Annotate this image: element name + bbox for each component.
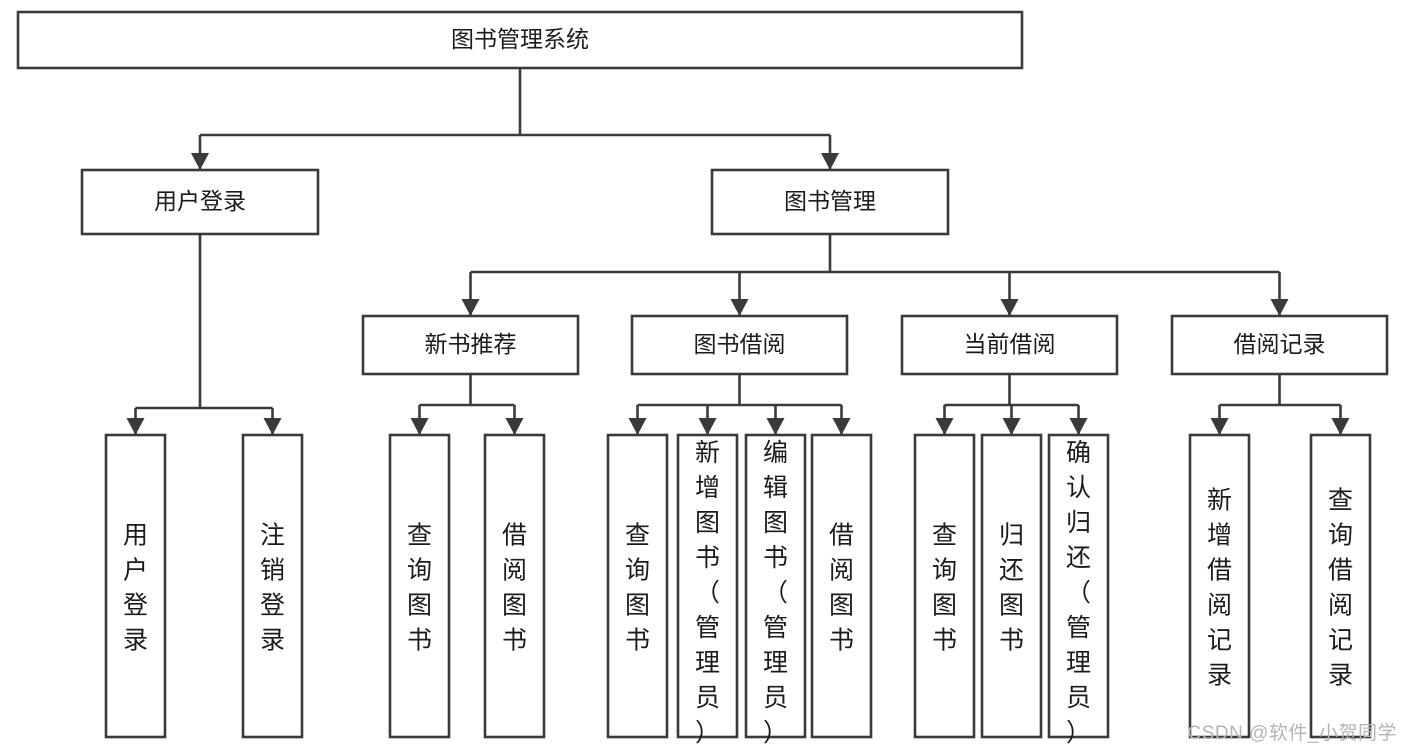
node-box-borrow-book-2 [810, 433, 873, 739]
arrow-head-icon [410, 418, 429, 435]
arrow-head-icon [1002, 418, 1021, 435]
node-user-login-leaf[interactable]: 用户登录 [104, 433, 167, 739]
node-box-query-book-2 [606, 433, 669, 739]
arrow-head-icon [505, 418, 524, 435]
node-boxes: 图书管理系统用户登录用户登录注销登录图书管理新书推荐查询图书借阅图书图书借阅查询… [16, 10, 1389, 747]
node-add-book-admin[interactable]: 新增图书（管理员） [676, 433, 739, 747]
node-label-user-login: 用户登录 [154, 188, 246, 214]
node-label-user-logout-leaf: 注销登录 [260, 521, 285, 654]
node-box-query-book-3 [913, 433, 976, 739]
node-query-book-2[interactable]: 查询图书 [606, 433, 669, 739]
node-label-query-book-1: 查询图书 [407, 521, 432, 654]
node-box-borrow-book-1 [483, 433, 546, 739]
node-label-current-borrow: 当前借阅 [964, 331, 1056, 357]
node-box-edit-book-admin [744, 433, 807, 739]
node-borrow-book-1[interactable]: 借阅图书 [483, 433, 546, 739]
node-label-edit-book-admin: 编辑图书（管理员） [763, 439, 788, 747]
node-box-root [16, 10, 1024, 70]
node-add-borrow-record[interactable]: 新增借阅记录 [1188, 433, 1251, 739]
arrow-head-icon [628, 418, 647, 435]
node-label-borrow-book-1: 借阅图书 [502, 521, 527, 654]
arrow-head-icon [832, 418, 851, 435]
node-confirm-return-admin[interactable]: 确认归还（管理员） [1047, 433, 1110, 747]
arrow-head-icon [1069, 418, 1088, 435]
arrow-head-icon [821, 153, 839, 170]
node-label-query-book-2: 查询图书 [625, 521, 650, 654]
node-box-user-logout-leaf [241, 433, 304, 739]
node-label-borrow-book-2: 借阅图书 [829, 521, 854, 654]
arrow-head-icon [263, 418, 282, 435]
node-box-add-book-admin [676, 433, 739, 739]
node-book-management[interactable]: 图书管理 [710, 168, 950, 236]
node-return-book[interactable]: 归还图书 [980, 433, 1043, 739]
node-new-book-recommend[interactable]: 新书推荐 [361, 314, 580, 376]
node-box-user-login-leaf [104, 433, 167, 739]
node-box-book-management [710, 168, 950, 236]
arrow-head-icon [698, 418, 717, 435]
node-label-query-borrow-record: 查询借阅记录 [1328, 486, 1353, 689]
arrow-head-icon [126, 418, 145, 435]
node-edit-book-admin[interactable]: 编辑图书（管理员） [744, 433, 807, 747]
node-box-current-borrow [900, 314, 1119, 376]
node-current-borrow[interactable]: 当前借阅 [900, 314, 1119, 376]
arrow-head-icon [766, 418, 785, 435]
arrow-head-icon [191, 153, 209, 170]
node-label-confirm-return-admin: 确认归还（管理员） [1066, 439, 1091, 747]
node-label-add-borrow-record: 新增借阅记录 [1207, 486, 1232, 689]
node-box-query-borrow-record [1309, 433, 1372, 739]
node-label-user-login-leaf: 用户登录 [123, 521, 148, 654]
node-query-book-3[interactable]: 查询图书 [913, 433, 976, 739]
node-label-return-book: 归还图书 [999, 521, 1024, 654]
node-book-borrow[interactable]: 图书借阅 [630, 314, 849, 376]
node-box-user-login [80, 168, 320, 236]
node-label-add-book-admin: 新增图书（管理员） [695, 439, 720, 747]
node-box-borrow-record [1170, 314, 1389, 376]
node-label-new-book-recommend: 新书推荐 [425, 331, 517, 357]
node-box-confirm-return-admin [1047, 433, 1110, 739]
node-box-book-borrow [630, 314, 849, 376]
node-query-borrow-record[interactable]: 查询借阅记录 [1309, 433, 1372, 739]
node-label-borrow-record: 借阅记录 [1234, 331, 1326, 357]
node-user-login[interactable]: 用户登录 [80, 168, 320, 236]
node-label-root: 图书管理系统 [451, 26, 589, 52]
node-box-return-book [980, 433, 1043, 739]
node-box-new-book-recommend [361, 314, 580, 376]
watermark-text: CSDN @软件_小贺同学 [1187, 723, 1397, 744]
node-label-book-management: 图书管理 [784, 188, 876, 214]
node-root[interactable]: 图书管理系统 [16, 10, 1024, 70]
node-user-logout-leaf[interactable]: 注销登录 [241, 433, 304, 739]
node-borrow-record[interactable]: 借阅记录 [1170, 314, 1389, 376]
arrow-head-icon [730, 299, 749, 316]
node-box-add-borrow-record [1188, 433, 1251, 739]
node-query-book-1[interactable]: 查询图书 [388, 433, 451, 739]
node-box-query-book-1 [388, 433, 451, 739]
arrow-head-icon [1000, 299, 1019, 316]
node-label-query-book-3: 查询图书 [932, 521, 957, 654]
arrow-head-icon [935, 418, 954, 435]
connector-lines [126, 68, 1350, 435]
arrow-head-icon [1270, 299, 1289, 316]
node-label-book-borrow: 图书借阅 [694, 331, 786, 357]
arrow-head-icon [1331, 418, 1350, 435]
node-borrow-book-2[interactable]: 借阅图书 [810, 433, 873, 739]
arrow-head-icon [1210, 418, 1229, 435]
arrow-head-icon [461, 299, 480, 316]
